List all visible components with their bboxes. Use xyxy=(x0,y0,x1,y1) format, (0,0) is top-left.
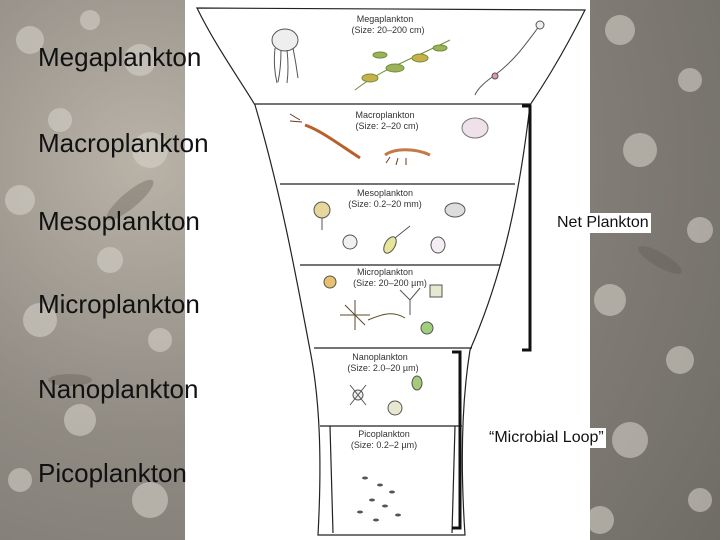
krill-icon xyxy=(384,148,431,166)
funnel-inner-left xyxy=(329,425,334,534)
funnel-caption-mega-name: Megaplankton xyxy=(357,14,414,24)
label-microplankton: Microplankton xyxy=(38,289,200,319)
funnel-outline xyxy=(196,7,586,536)
foraminifera-icon xyxy=(313,201,331,230)
copepod-icon xyxy=(383,225,411,254)
net-plankton-bracket xyxy=(522,104,532,352)
siphonophore-icon xyxy=(474,20,545,96)
bacterium-icon xyxy=(382,504,388,508)
pteropod-icon xyxy=(461,117,489,139)
funnel-caption-pico-name: Picoplankton xyxy=(358,429,410,439)
bacterium-icon xyxy=(362,476,368,480)
mega-organisms xyxy=(271,20,545,96)
bacterium-icon xyxy=(369,498,375,502)
net-plankton-label: Net Plankton xyxy=(555,213,651,233)
funnel-caption-meso-name: Mesoplankton xyxy=(357,188,413,198)
funnel-caption-micro-name: Microplankton xyxy=(357,267,413,277)
label-nanoplankton: Nanoplankton xyxy=(38,374,199,404)
microbial-loop-label: “Microbial Loop” xyxy=(487,428,606,448)
nano-organisms xyxy=(349,375,423,416)
amphipod-icon xyxy=(444,202,466,218)
bacterium-icon xyxy=(357,510,363,514)
macro-organisms xyxy=(289,113,489,166)
label-picoplankton: Picoplankton xyxy=(38,458,187,488)
coccolithophore-icon xyxy=(349,384,367,406)
jellyfish-icon xyxy=(271,28,299,84)
funnel-caption-meso-size: (Size: 0.2–20 mm) xyxy=(348,199,422,209)
flagellate-icon xyxy=(387,400,403,416)
dinoflagellate-icon xyxy=(323,275,337,289)
funnel-caption-nano-name: Nanoplankton xyxy=(352,352,408,362)
kelp-icon xyxy=(354,39,451,91)
radiolarian-icon xyxy=(342,234,358,250)
funnel-caption-nano-size: (Size: 2.0–20 µm) xyxy=(347,363,418,373)
funnel-caption-macro-name: Macroplankton xyxy=(355,110,414,120)
micro-organisms xyxy=(323,275,443,335)
ceratium-icon xyxy=(399,287,421,315)
bacterium-icon xyxy=(373,518,379,522)
meso-organisms xyxy=(313,201,466,254)
bacterium-icon xyxy=(377,483,383,487)
microbial-loop-bracket xyxy=(452,350,462,530)
bacterium-icon xyxy=(395,513,401,517)
shrimp-icon xyxy=(289,113,361,160)
pico-organisms xyxy=(357,476,401,522)
diatom-chain-icon xyxy=(340,300,406,330)
funnel-caption-mega-size: (Size: 20–200 cm) xyxy=(351,25,424,35)
label-mesoplankton: Mesoplankton xyxy=(38,206,200,236)
label-megaplankton: Megaplankton xyxy=(38,42,202,72)
chlorophyte-icon xyxy=(411,375,423,391)
diatom-icon xyxy=(429,284,443,298)
larva-icon xyxy=(430,236,446,254)
spiny-cell-icon xyxy=(420,321,434,335)
funnel-inner-right xyxy=(451,425,456,534)
bacterium-icon xyxy=(389,490,395,494)
funnel-caption-micro-size: (Size: 20–200 µm) xyxy=(353,278,427,288)
funnel-caption-macro-size: (Size: 2–20 cm) xyxy=(355,121,418,131)
funnel-caption-pico-size: (Size: 0.2–2 µm) xyxy=(351,440,417,450)
label-macroplankton: Macroplankton xyxy=(38,128,209,158)
